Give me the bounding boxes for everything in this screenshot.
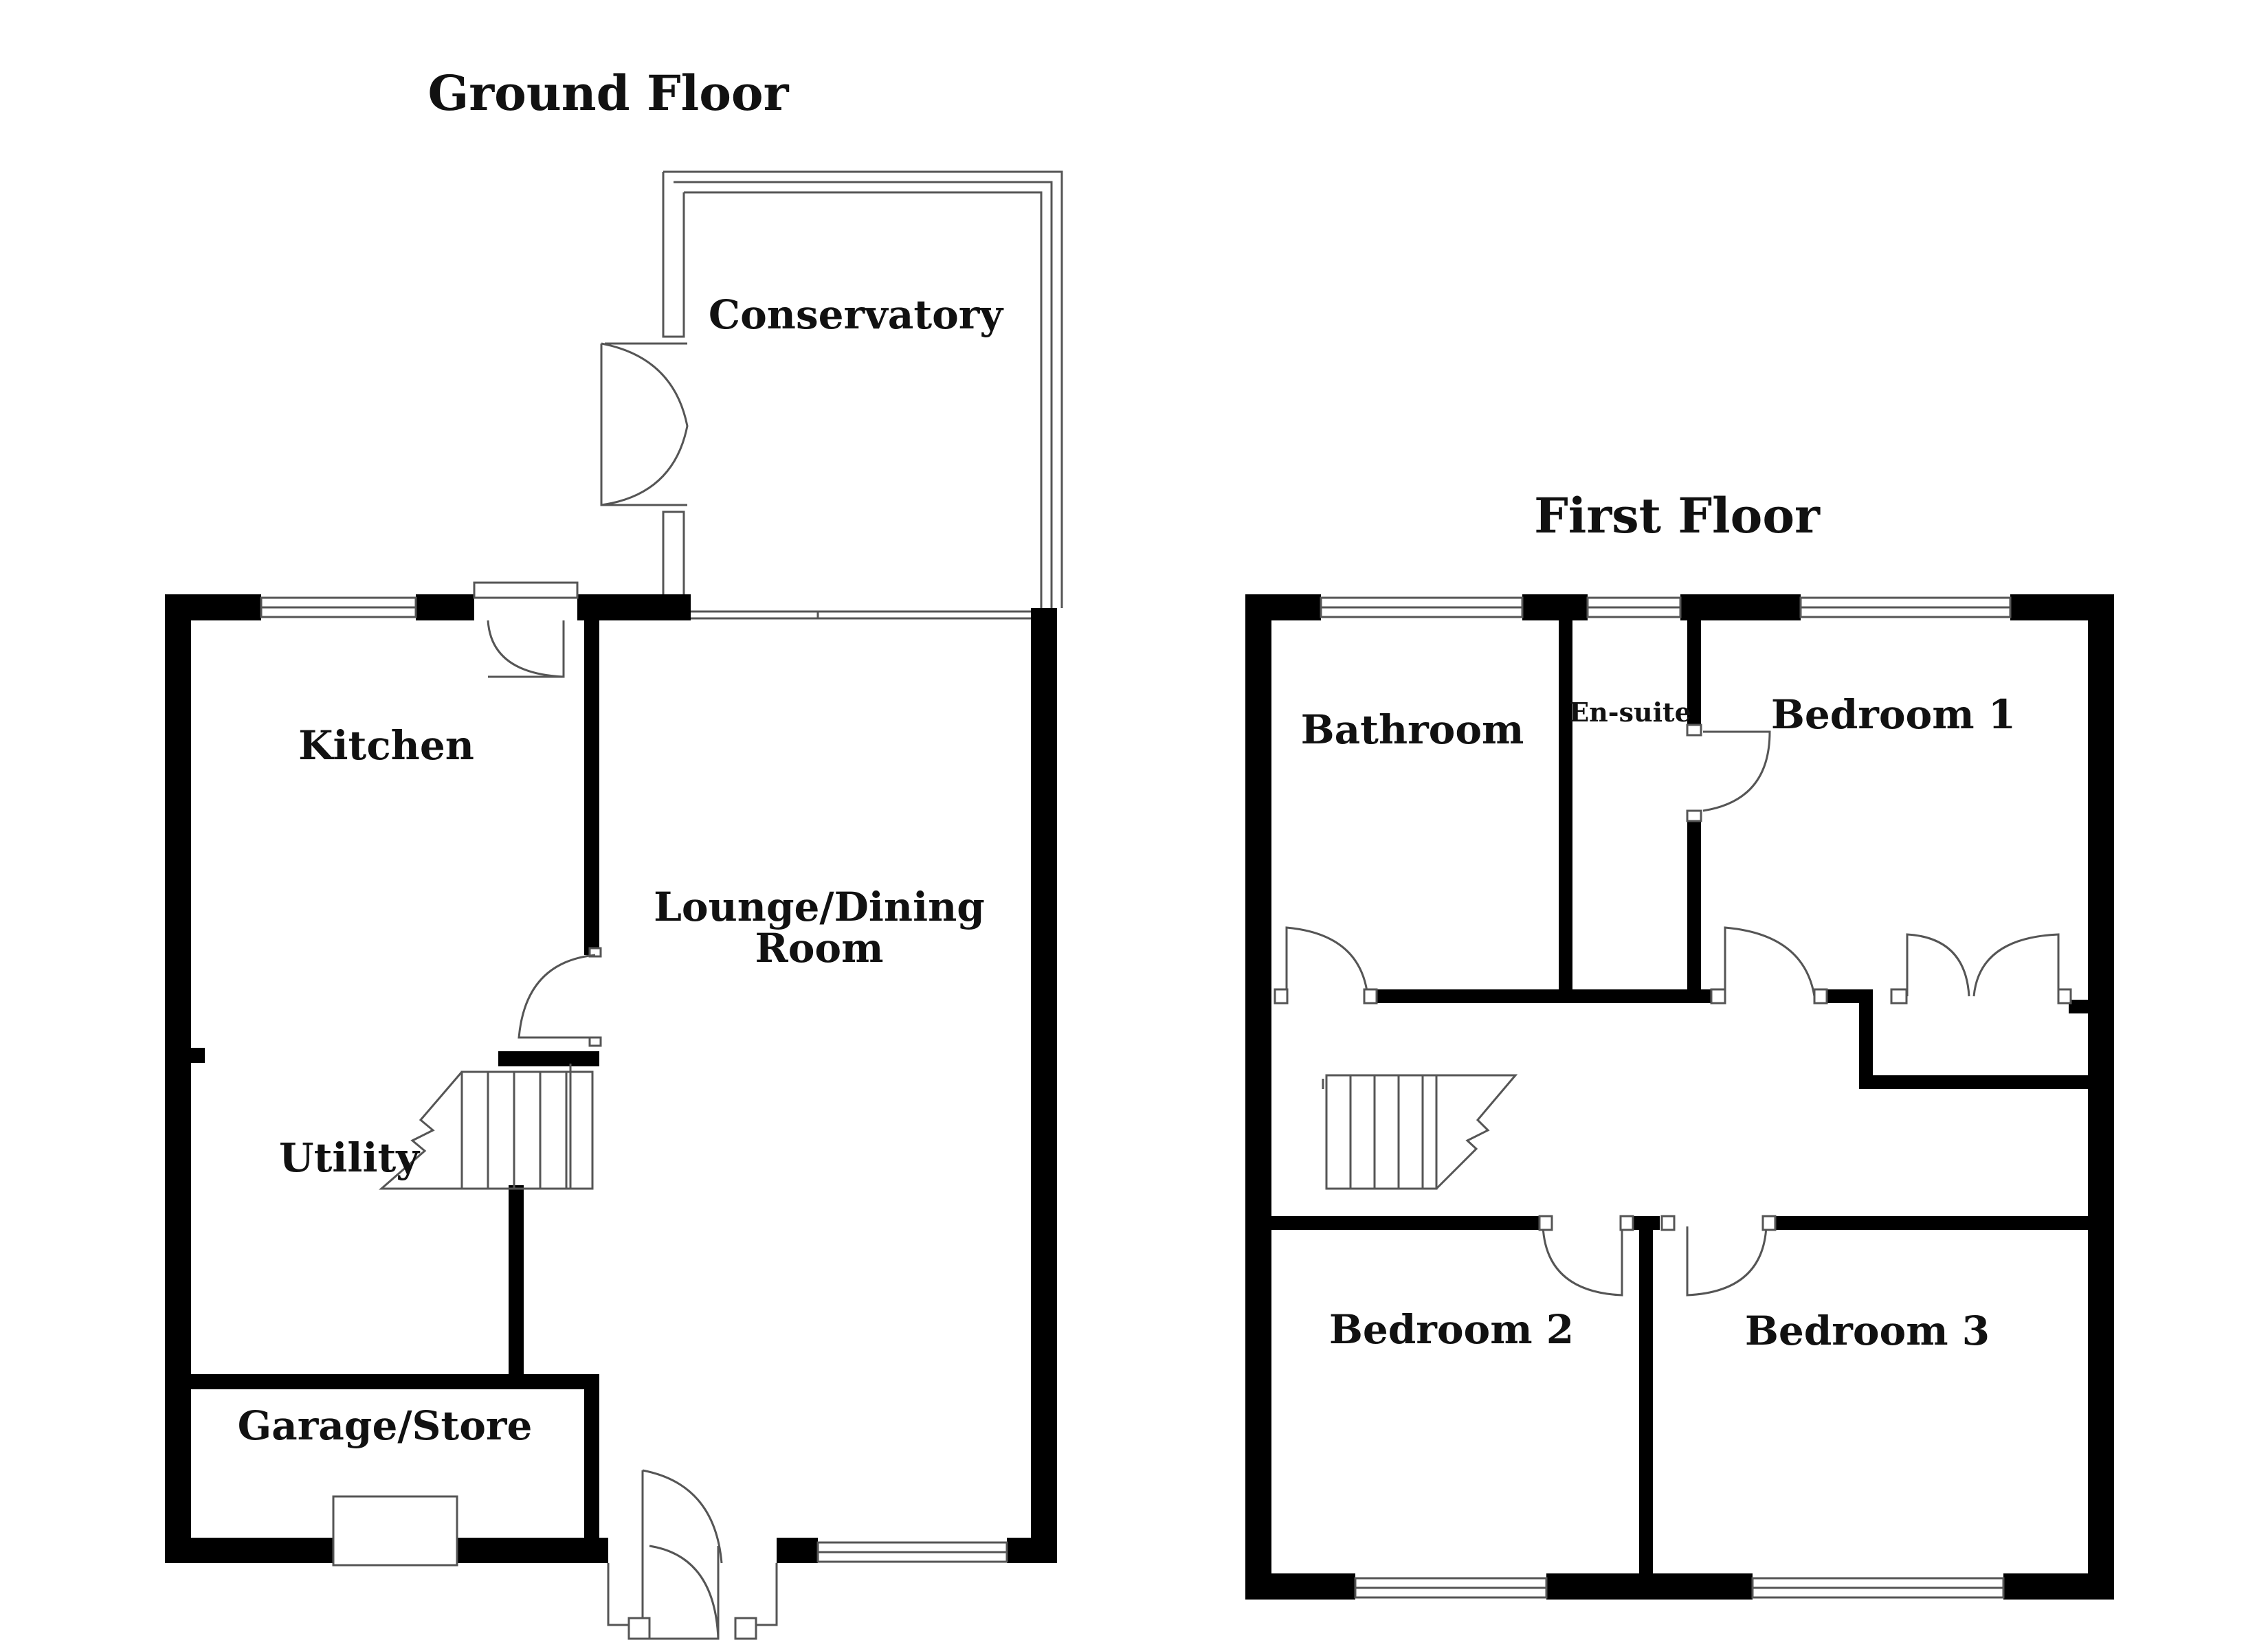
lounge-dining-label-line1: Lounge/Dining (654, 884, 985, 930)
ground-floor-windows (260, 596, 1008, 1567)
bathroom-label: Bathroom (1301, 706, 1524, 753)
ground-floor-staircase (379, 1064, 594, 1190)
bedroom-1-label: Bedroom 1 (1771, 691, 2016, 738)
ground-floor-plan: Ground Floor (165, 65, 1063, 1640)
garage-store-label: Garage/Store (238, 1402, 533, 1449)
conservatory-frame (600, 170, 1063, 620)
first-floor-walls (1245, 594, 2114, 1600)
ensuite-label: En-suite (1569, 697, 1691, 728)
ground-floor-doors (473, 581, 778, 1640)
first-floor-title: First Floor (1534, 487, 1821, 544)
lounge-dining-label-line2: Room (755, 925, 884, 972)
first-floor-windows (1320, 596, 2012, 1599)
conservatory-label: Conservatory (709, 291, 1004, 338)
ground-floor-walls (165, 594, 1057, 1563)
bedroom-3-label: Bedroom 3 (1745, 1308, 1990, 1354)
kitchen-label: Kitchen (298, 722, 474, 769)
first-floor-doors (1274, 723, 2072, 1297)
bedroom-2-label: Bedroom 2 (1329, 1306, 1574, 1353)
first-floor-plan: First Floor (1245, 487, 2114, 1600)
first-floor-staircase (1322, 1074, 1518, 1190)
utility-label: Utility (279, 1134, 421, 1181)
ground-floor-title: Ground Floor (428, 65, 790, 122)
